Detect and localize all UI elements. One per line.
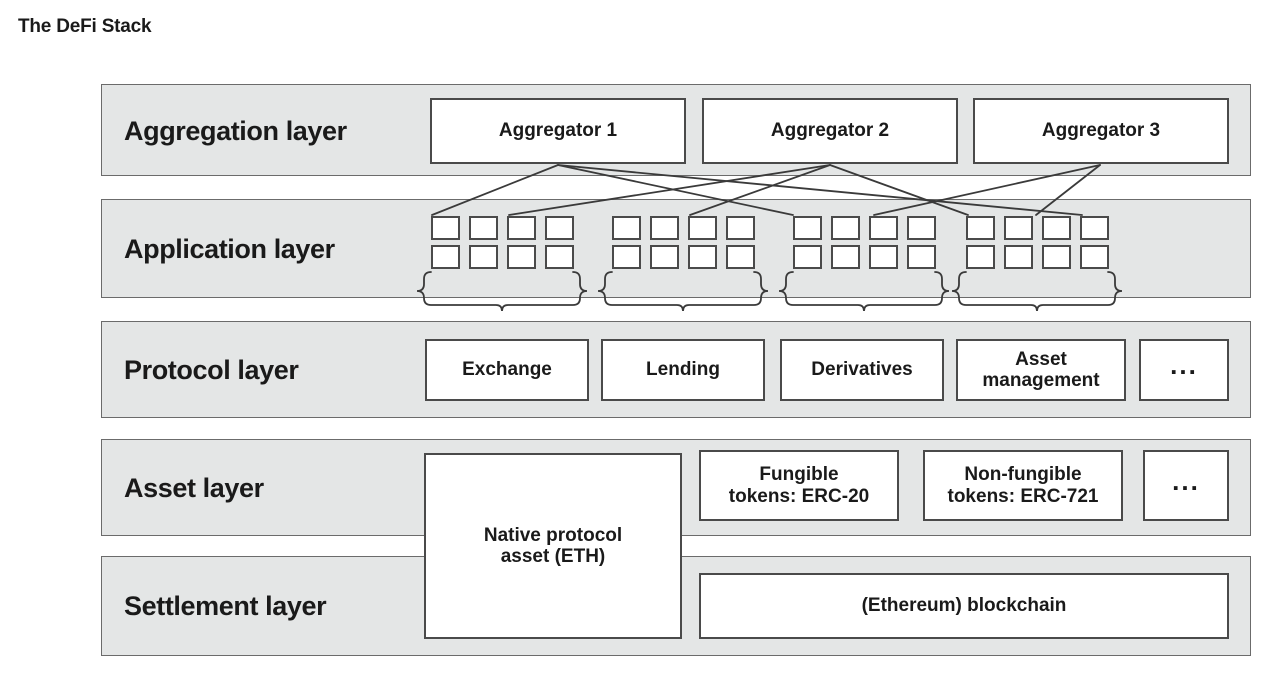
application-app-tile[interactable] <box>1080 245 1109 269</box>
application-app-tile[interactable] <box>545 245 574 269</box>
asset-more-box[interactable]: ... <box>1143 450 1229 521</box>
protocol-exchange-box[interactable]: Exchange <box>425 339 589 401</box>
application-app-tile[interactable] <box>688 245 717 269</box>
asset-layer-label: Asset layer <box>124 473 264 503</box>
application-app-tile[interactable] <box>469 216 498 240</box>
application-app-tile[interactable] <box>831 245 860 269</box>
protocol-layer-label: Protocol layer <box>124 355 299 385</box>
application-app-tile[interactable] <box>793 245 822 269</box>
application-app-tile[interactable] <box>1080 216 1109 240</box>
application-app-tile[interactable] <box>966 245 995 269</box>
application-app-tile[interactable] <box>1004 245 1033 269</box>
application-app-tile[interactable] <box>869 216 898 240</box>
aggregator-2-box[interactable]: Aggregator 2 <box>702 98 958 164</box>
page-title: The DeFi Stack <box>18 16 152 37</box>
application-app-tile[interactable] <box>793 216 822 240</box>
application-app-tile[interactable] <box>966 216 995 240</box>
application-app-tile[interactable] <box>612 216 641 240</box>
aggregator-1-box[interactable]: Aggregator 1 <box>430 98 686 164</box>
application-app-tile[interactable] <box>1042 216 1071 240</box>
application-app-tile[interactable] <box>907 245 936 269</box>
application-app-tile[interactable] <box>431 216 460 240</box>
application-app-tile[interactable] <box>612 245 641 269</box>
application-app-tile[interactable] <box>469 245 498 269</box>
application-app-tile[interactable] <box>650 216 679 240</box>
application-app-tile[interactable] <box>869 245 898 269</box>
application-app-tile[interactable] <box>907 216 936 240</box>
protocol-more-box[interactable]: ... <box>1139 339 1229 401</box>
aggregator-3-box[interactable]: Aggregator 3 <box>973 98 1229 164</box>
application-app-tile[interactable] <box>688 216 717 240</box>
application-app-tile[interactable] <box>726 216 755 240</box>
application-app-tile[interactable] <box>726 245 755 269</box>
application-app-tile[interactable] <box>831 216 860 240</box>
settlement-blockchain-box[interactable]: (Ethereum) blockchain <box>699 573 1229 639</box>
application-app-tile[interactable] <box>545 216 574 240</box>
application-app-tile[interactable] <box>507 245 536 269</box>
application-app-tile[interactable] <box>507 216 536 240</box>
application-app-tile[interactable] <box>1004 216 1033 240</box>
application-app-tile[interactable] <box>431 245 460 269</box>
protocol-asset-management-box[interactable]: Asset management <box>956 339 1126 401</box>
asset-non-fungible-tokens-box[interactable]: Non-fungible tokens: ERC-721 <box>923 450 1123 521</box>
native-protocol-asset-box[interactable]: Native protocol asset (ETH) <box>424 453 682 639</box>
application-app-tile[interactable] <box>1042 245 1071 269</box>
protocol-derivatives-box[interactable]: Derivatives <box>780 339 944 401</box>
application-layer-label: Application layer <box>124 234 335 264</box>
protocol-lending-box[interactable]: Lending <box>601 339 765 401</box>
settlement-layer-label: Settlement layer <box>124 591 327 621</box>
application-app-tile[interactable] <box>650 245 679 269</box>
asset-fungible-tokens-box[interactable]: Fungible tokens: ERC-20 <box>699 450 899 521</box>
aggregation-layer-label: Aggregation layer <box>124 116 347 146</box>
